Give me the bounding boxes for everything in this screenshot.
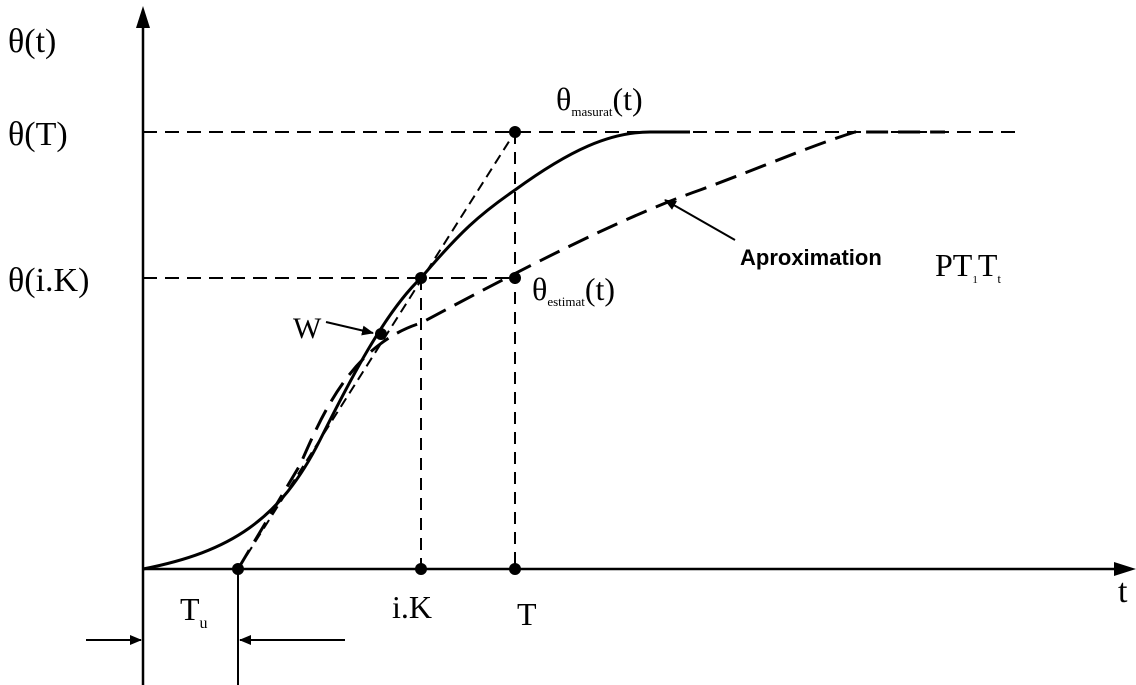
theta-iK-label: θ(i.K) — [8, 262, 89, 299]
point-iK-axis — [415, 563, 427, 575]
x-axis-arrow — [1114, 562, 1136, 576]
point-T-axis — [509, 563, 521, 575]
y-axis-arrow — [136, 6, 150, 28]
point-theta-T — [509, 126, 521, 138]
w-label: W — [293, 312, 322, 345]
approximation-model: PT1Tt — [935, 247, 1001, 286]
approximation-label: Aproximation — [740, 245, 882, 270]
w-arrow — [325, 321, 374, 336]
measured-curve — [142, 130, 690, 571]
point-w — [375, 328, 387, 340]
estimated-label: θestimat(t) — [532, 271, 615, 309]
measured-label: θmasurat(t) — [556, 81, 643, 119]
approximation-arrow — [664, 199, 736, 241]
x-axis-label: t — [1118, 573, 1128, 610]
tangent-line — [237, 131, 516, 570]
T-label: T — [517, 596, 537, 632]
iK-label: i.K — [392, 589, 432, 625]
point-estimated — [509, 272, 521, 284]
approximation-curve — [236, 130, 945, 570]
tu-label: Tu — [180, 591, 208, 632]
theta-T-label: θ(T) — [8, 116, 68, 153]
point-iK-curve — [415, 272, 427, 284]
y-axis-label: θ(t) — [8, 23, 56, 60]
